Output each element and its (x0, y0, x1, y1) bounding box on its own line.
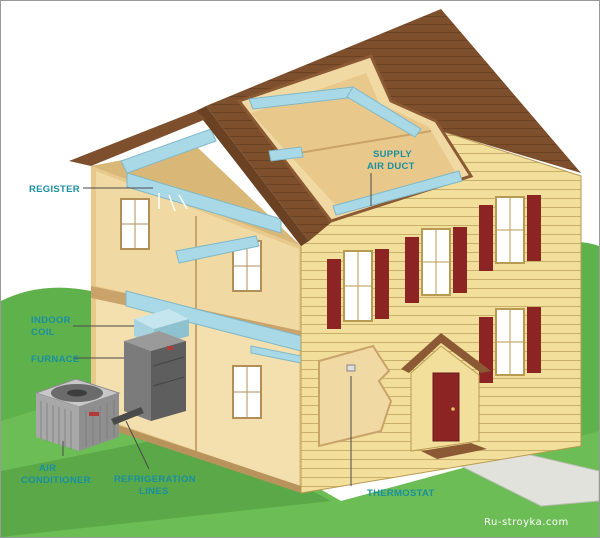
refrigeration-lines-label-line1: REFRIGERATION (114, 474, 196, 485)
house-front-facade (300, 130, 582, 494)
refrigeration-lines-label-line2: LINES (139, 486, 168, 497)
supply-air-duct-label-line1: SUPPLY (373, 149, 412, 160)
supply-air-duct-label-line2: AIR DUCT (367, 161, 415, 172)
indoor-coil-label-line1: INDOOR (31, 315, 71, 326)
furnace-unit (124, 309, 189, 421)
leader-lines (62, 173, 372, 486)
air-conditioner-label-line2: CONDITIONER (21, 475, 91, 486)
register-label: REGISTER (29, 184, 80, 195)
air-conditioner-label-line1: AIR (39, 463, 56, 474)
indoor-coil-label-line2: COIL (31, 327, 55, 338)
refrigeration-lines (111, 407, 144, 425)
furnace-label: FURNACE (31, 354, 80, 365)
register-airflow-arrows (158, 193, 188, 212)
thermostat-label: THERMOSTAT (367, 488, 435, 499)
watermark: Ru-stroyka.com (484, 517, 569, 528)
attic-ducts (248, 86, 463, 216)
air-conditioner-unit (34, 378, 121, 451)
